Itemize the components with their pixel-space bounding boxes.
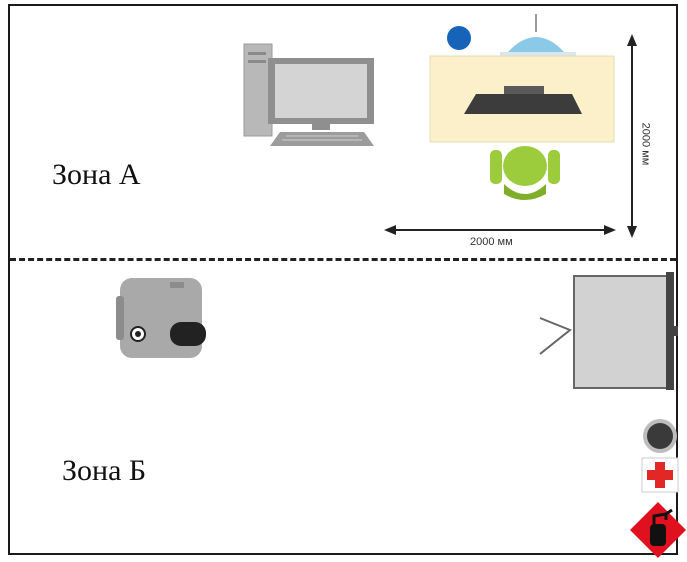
fire-alarm-button-icon — [643, 419, 677, 453]
desk-with-keyboard-icon — [429, 55, 615, 143]
zone-a-label: Зона А — [52, 158, 141, 191]
ceiling-lamp-icon — [500, 14, 576, 56]
zone-divider-dashed-line — [10, 258, 676, 261]
first-aid-icon — [641, 457, 679, 493]
zone-b-label: Зона Б — [62, 454, 147, 487]
blue-dot-icon — [447, 26, 471, 50]
office-chair-icon — [490, 146, 560, 200]
projector-icon — [116, 278, 206, 358]
fire-extinguisher-sign-icon — [630, 502, 686, 558]
projection-screen-icon — [539, 272, 678, 390]
vertical-dimension-label: 2000 мм — [639, 122, 652, 166]
dimension-arrows — [384, 34, 637, 238]
floor-plan-frame — [8, 4, 678, 555]
horizontal-dimension-label: 2000 мм — [470, 236, 513, 248]
computer-icon — [243, 43, 374, 146]
